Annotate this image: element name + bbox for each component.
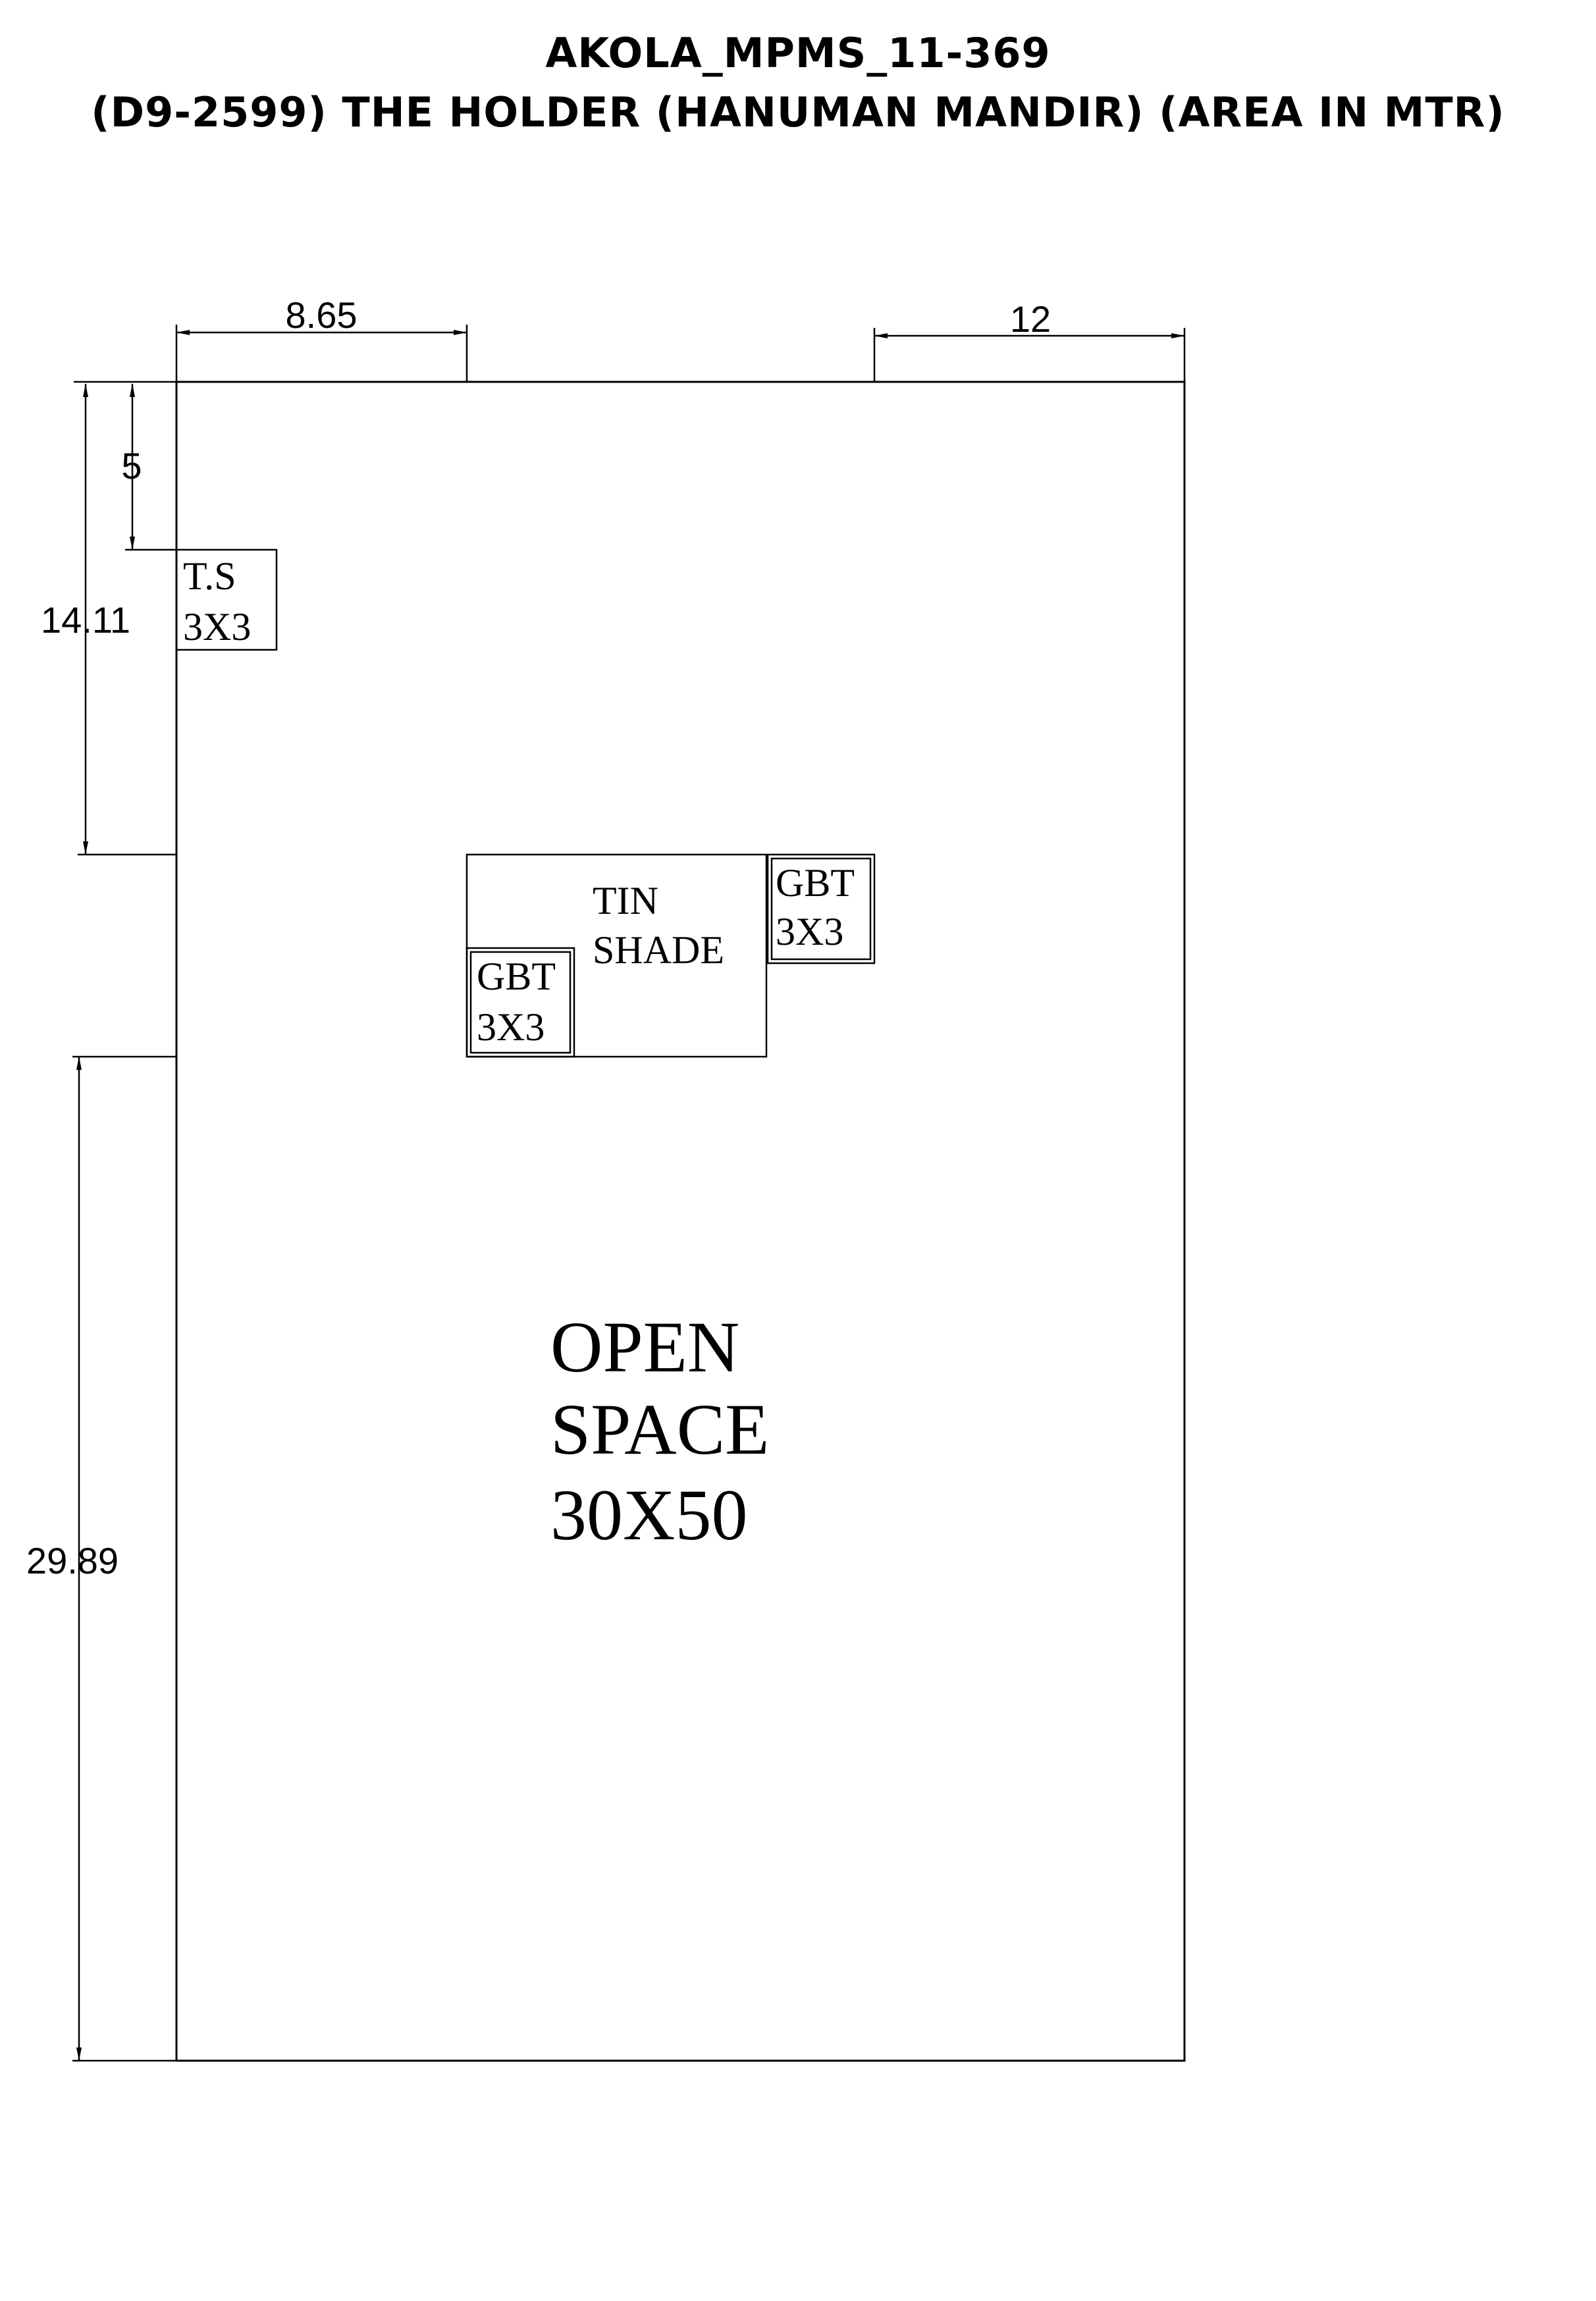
- dimension-left-lower: 29.89: [26, 1055, 176, 2062]
- dimension-top-left: 8.65: [175, 294, 468, 382]
- drawing-title: AKOLA_MPMS_11-369: [545, 29, 1051, 77]
- gbt-right-label-name: GBT: [776, 861, 855, 905]
- toilet-structure-box: T.S 3X3: [175, 548, 278, 651]
- tin-shade-label-2: SHADE: [593, 928, 724, 972]
- tin-shade-box: TIN SHADE: [466, 853, 768, 1058]
- gbt-left-label-size: 3X3: [477, 1005, 545, 1049]
- open-space-line-3: 30X50: [550, 1475, 747, 1555]
- drawing-subtitle: (D9-2599) THE HOLDER (HANUMAN MANDIR) (A…: [91, 88, 1505, 136]
- plot-boundary: [175, 381, 1186, 2062]
- dimension-label-left-upper: 14.11: [41, 599, 130, 641]
- dimension-label-left-lower: 29.89: [26, 1540, 119, 1581]
- tin-shade-label-1: TIN: [593, 879, 658, 922]
- dimension-top-right: 12: [873, 298, 1186, 382]
- gbt-left-label-name: GBT: [477, 955, 556, 998]
- ts-label-name: T.S: [183, 554, 236, 598]
- dimension-label-top-left: 8.65: [286, 294, 358, 336]
- dimension-label-left-small: 5: [121, 445, 142, 487]
- dimension-left-small: 5: [121, 384, 176, 551]
- dimension-label-top-right: 12: [1010, 298, 1051, 340]
- gbt-right-label-size: 3X3: [776, 910, 843, 953]
- ts-label-size: 3X3: [183, 605, 251, 648]
- gbt-box-left: GBT 3X3: [466, 947, 575, 1058]
- open-space-label: OPEN SPACE 30X50: [550, 1307, 769, 1555]
- open-space-line-2: SPACE: [550, 1389, 769, 1469]
- gbt-box-right: GBT 3X3: [766, 853, 876, 965]
- dimension-left-upper: 14.11: [41, 381, 176, 856]
- open-space-line-1: OPEN: [550, 1307, 739, 1387]
